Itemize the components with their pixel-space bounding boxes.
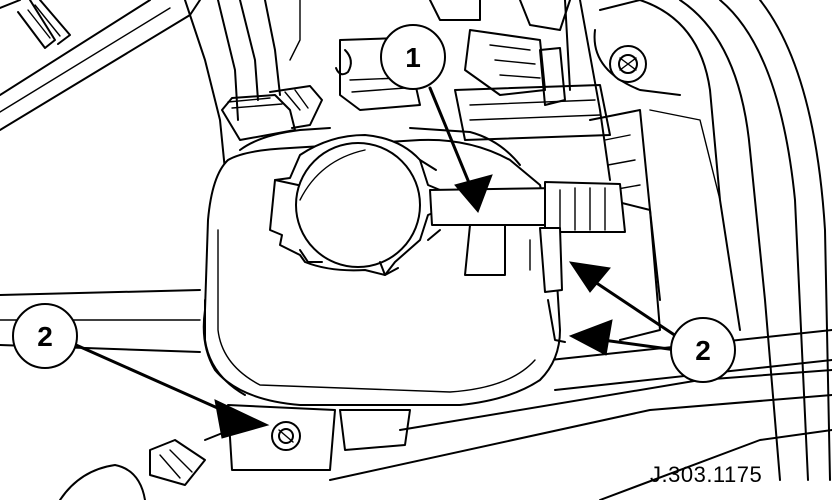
callout-1-circle bbox=[380, 24, 446, 90]
callout-2-left-circle bbox=[12, 303, 78, 369]
coolant-reservoir bbox=[202, 127, 626, 471]
callout-2-left-label: 2 bbox=[37, 321, 53, 352]
arrowhead-2-right-a bbox=[568, 261, 611, 293]
leader-line-2-left bbox=[74, 343, 242, 420]
figure-reference-code: J.303.1175 bbox=[650, 462, 763, 487]
leader-line-1 bbox=[428, 86, 474, 192]
callout-2-right: 2 bbox=[670, 317, 736, 383]
callout-2-right-circle bbox=[670, 317, 736, 383]
arrowhead-1 bbox=[454, 174, 493, 213]
callout-2-left: 2 bbox=[12, 303, 78, 369]
callout-2-right-label: 2 bbox=[695, 335, 711, 366]
arrowhead-2-left bbox=[214, 399, 270, 439]
leader-arrows bbox=[74, 86, 684, 439]
callout-1-label: 1 bbox=[405, 42, 421, 73]
callout-1: 1 bbox=[380, 24, 446, 90]
arrowhead-2-right-b bbox=[568, 319, 613, 356]
